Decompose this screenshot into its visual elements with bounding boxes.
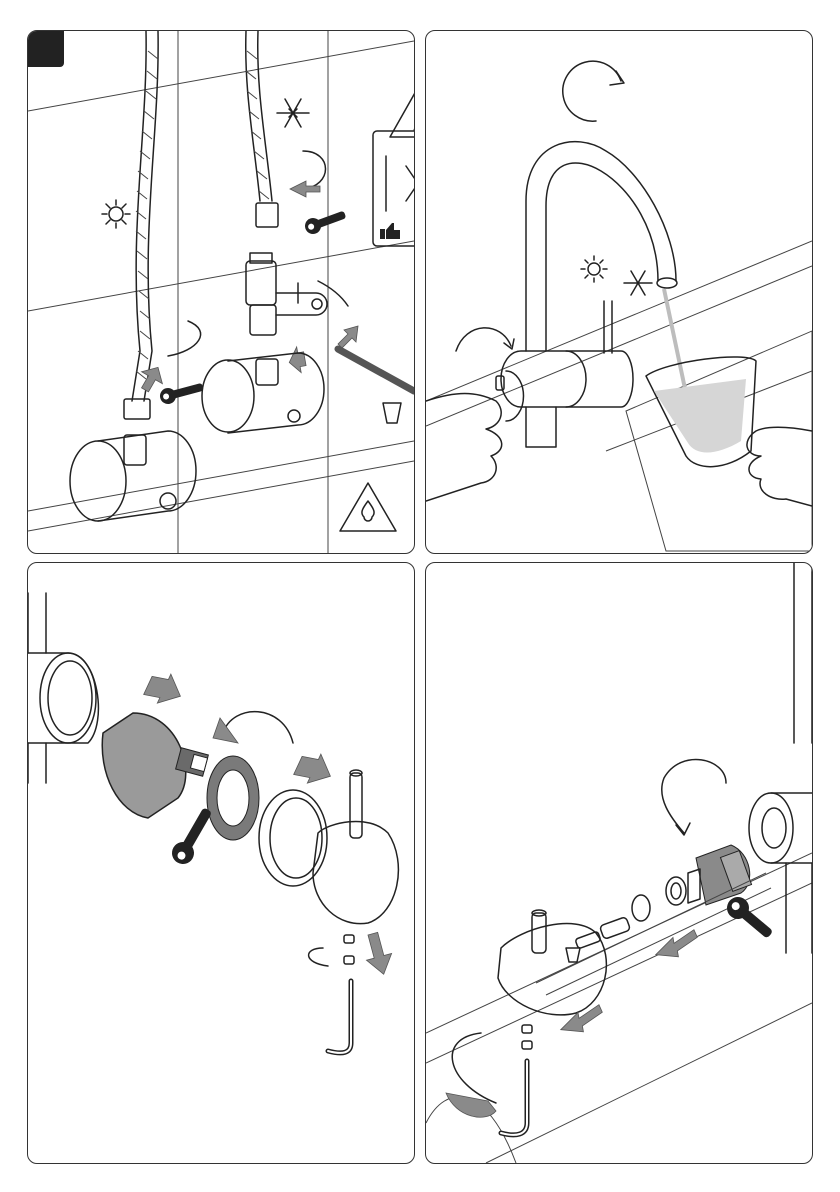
rotate-arrow-icon [168,321,201,356]
grey-push-arrow-icon [293,747,337,790]
pipe-rod [338,349,414,391]
hot-water-sun-icon [102,200,130,228]
rotate-arrow-icon [309,948,328,966]
hose-warning-box [373,91,414,246]
panel-step-2-test-flow [425,30,813,554]
grey-push-arrow-icon [558,1004,605,1035]
step-2-illustration [426,31,812,553]
spacer [632,895,650,921]
hot-water-sun-icon [581,256,607,282]
wrench-icon [723,893,778,944]
rotate-arrow-icon [452,1033,496,1103]
right-hand [747,427,812,506]
t-valve [246,253,327,335]
pin [599,917,630,940]
water-drop-warning-icon [340,483,396,531]
rotate-arrow-icon [662,759,726,833]
grub-screw [522,1025,532,1033]
wall-tiles [28,31,414,553]
grey-push-arrow-icon [360,930,396,977]
boiling-handle [498,910,606,1015]
thumbs-up-icon [380,223,400,239]
cup-icon [566,948,580,962]
grey-push-arrow-icon [290,181,320,197]
step-1-illustration [28,31,414,553]
left-hand [426,394,502,502]
step-3-illustration [28,563,414,1163]
grey-push-arrow-icon [143,667,187,710]
wrench-icon [168,804,218,868]
wrench-icon [303,207,348,236]
cold-water-snowflake-icon [277,99,309,127]
grey-push-arrow-icon [338,326,358,348]
cold-hose [246,31,278,227]
glass-icon [646,357,756,467]
step-badge [28,31,64,67]
cold-water-snowflake-icon [624,271,652,295]
wrench-icon [158,379,205,406]
step-4-illustration [426,563,812,1163]
cartridge [102,713,208,818]
grey-push-arrow-icon [287,346,307,374]
hex-key-icon [328,981,351,1053]
angle-valve-left [70,431,196,521]
hex-key-icon [501,1061,527,1135]
panel-step-1-connect-hoses [27,30,415,554]
rotate-arrow-icon [456,328,511,351]
grey-push-arrow-icon [653,929,700,960]
retaining-nut [207,756,259,840]
panel-step-4-boiling-handle-disassembly [425,562,813,1164]
boiling-cartridge [688,845,752,905]
o-ring [666,877,686,905]
warning-triangle-icon [390,91,414,137]
grub-screw [344,935,354,964]
panel-step-3-handle-cartridge-disassembly [27,562,415,1164]
hot-hose [124,31,158,419]
water-stream [664,289,688,403]
rotate-clockwise-arrow-icon [563,61,621,121]
cup-icon [383,403,401,423]
faucet-body [28,593,98,783]
rotate-arrow-icon [318,281,348,306]
